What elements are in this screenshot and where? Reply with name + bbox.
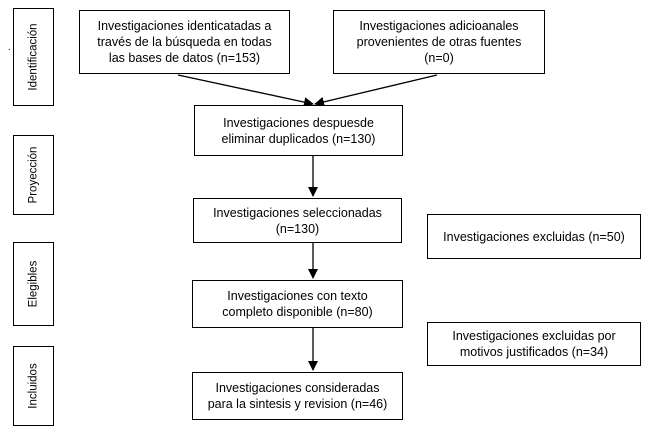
arrow-identified-to-duplicates bbox=[177, 74, 314, 107]
box-selected: Investigaciones seleccionadas (n=130) bbox=[193, 198, 402, 243]
box-full-text: Investigaciones con texto completo dispo… bbox=[192, 280, 403, 328]
box-after-duplicates: Investigaciones despuesde eliminar dupli… bbox=[194, 105, 403, 156]
box-additional: Investigaciones adicioanales proveniente… bbox=[333, 10, 545, 74]
box-included: Investigaciones consideradas para la sin… bbox=[192, 372, 403, 420]
stray-dot: . bbox=[8, 42, 11, 53]
box-excluded: Investigaciones excluidas (n=50) bbox=[427, 214, 641, 259]
box-excluded-justified: Investigaciones excluidas por motivos ju… bbox=[427, 322, 641, 366]
stage-elegibles: Elegibles bbox=[13, 242, 54, 326]
stage-identificacion: Identificación bbox=[13, 8, 54, 106]
arrow-additional-to-duplicates bbox=[314, 74, 438, 107]
stage-incluidos: Incluidos bbox=[13, 346, 54, 426]
stage-proyeccion: Proyección bbox=[13, 135, 54, 215]
box-identified: Investigaciones identicatadas a través d… bbox=[79, 10, 290, 74]
